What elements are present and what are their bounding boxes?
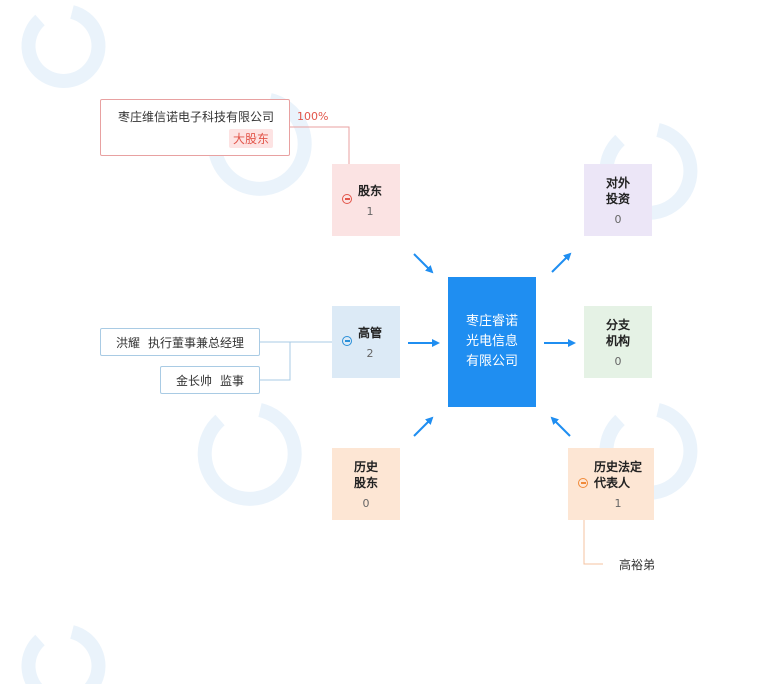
category-count: 0 [362, 496, 370, 510]
minus-circle-icon[interactable] [342, 194, 352, 204]
executive-person-card[interactable]: 金长帅 监事 [160, 366, 260, 394]
arrow-icon [413, 416, 434, 437]
ownership-percentage: 100% [297, 110, 329, 123]
executive-person-card[interactable]: 洪耀 执行董事兼总经理 [100, 328, 260, 356]
shareholder-link [290, 126, 350, 164]
person-name[interactable]: 金长帅 [175, 373, 212, 388]
category-historical-shareholders[interactable]: 历史 股东 0 [332, 448, 400, 520]
category-title: 股东 [357, 183, 382, 198]
category-title: 高管 [357, 325, 382, 340]
shareholder-entity-name[interactable]: 枣庄维信诺电子科技有限公司 [118, 110, 275, 124]
executive-link-2 [260, 342, 291, 381]
person-name[interactable]: 洪耀 [115, 335, 140, 350]
shareholder-entity-card[interactable]: 枣庄维信诺电子科技有限公司 大股东 [100, 99, 290, 156]
category-outbound-investment[interactable]: 对外 投资 0 [584, 164, 652, 236]
category-shareholder[interactable]: 股东 1 [332, 164, 400, 236]
category-branches[interactable]: 分支 机构 0 [584, 306, 652, 378]
minus-circle-icon[interactable] [578, 478, 588, 488]
center-company-node[interactable]: 枣庄睿诺 光电信息 有限公司 [448, 277, 536, 407]
arrow-icon [413, 253, 434, 274]
category-title: 历史法定 代表人 [593, 459, 642, 490]
category-count: 1 [614, 496, 622, 510]
category-count: 2 [366, 346, 374, 360]
arrow-icon [550, 416, 571, 437]
category-count: 0 [614, 354, 622, 368]
category-historical-legal-rep[interactable]: 历史法定 代表人 1 [568, 448, 654, 520]
legal-rep-link [583, 520, 603, 565]
person-role: 监事 [220, 373, 245, 388]
legal-rep-person-card[interactable]: 高裕弟 [603, 544, 671, 584]
category-title: 历史 股东 [353, 459, 378, 490]
person-role: 执行董事兼总经理 [148, 335, 245, 350]
category-count: 1 [366, 204, 374, 218]
major-shareholder-badge: 大股东 [228, 129, 273, 148]
minus-circle-icon[interactable] [342, 336, 352, 346]
person-name[interactable]: 高裕弟 [618, 557, 655, 572]
arrow-icon [551, 252, 572, 273]
category-title: 分支 机构 [605, 317, 630, 348]
category-executives[interactable]: 高管 2 [332, 306, 400, 378]
category-title: 对外 投资 [605, 175, 630, 206]
category-count: 0 [614, 212, 622, 226]
